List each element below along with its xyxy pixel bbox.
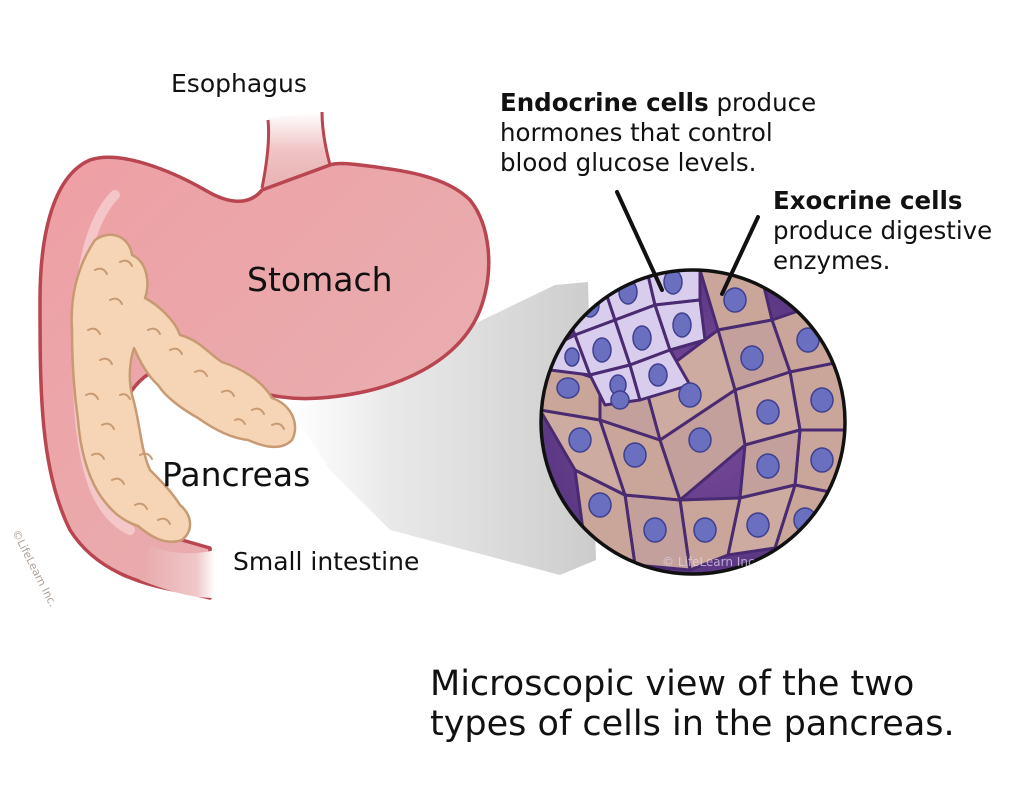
caption-line2: types of cells in the pancreas. <box>430 704 955 744</box>
label-stomach: Stomach <box>247 260 393 299</box>
endocrine-callout: Endocrine cells produce hormones that co… <box>500 88 816 178</box>
microscope-circle-border <box>539 268 847 576</box>
magnification-beam <box>285 282 596 575</box>
label-pancreas: Pancreas <box>162 455 311 494</box>
exocrine-pointer <box>720 215 760 296</box>
watermark-micro: © LifeLearn Inc. <box>662 555 759 569</box>
endocrine-title: Endocrine cells <box>500 88 709 117</box>
endocrine-callout-line1: Endocrine cells produce <box>500 88 816 118</box>
microscopic-view <box>541 270 845 574</box>
small-intestine-tube <box>140 545 215 598</box>
endocrine-line3: blood glucose levels. <box>500 148 757 177</box>
exocrine-callout: Exocrine cells produce digestive enzymes… <box>773 186 992 276</box>
pancreas-lobule-texture <box>85 259 285 525</box>
caption-line1: Microscopic view of the two <box>430 664 915 704</box>
endocrine-pointer <box>615 190 664 292</box>
label-esophagus: Esophagus <box>171 69 307 98</box>
endocrine-line1-rest: produce <box>708 88 817 117</box>
exocrine-title: Exocrine cells <box>773 186 963 215</box>
exocrine-line3: enzymes. <box>773 246 891 275</box>
pancreas-shape <box>70 233 297 543</box>
label-small-intestine: Small intestine <box>233 547 420 576</box>
endocrine-line2: hormones that control <box>500 118 773 147</box>
exocrine-line2: produce digestive <box>773 216 993 245</box>
cell-nuclei <box>556 270 834 543</box>
caption: Microscopic view of the two types of cel… <box>430 664 955 744</box>
